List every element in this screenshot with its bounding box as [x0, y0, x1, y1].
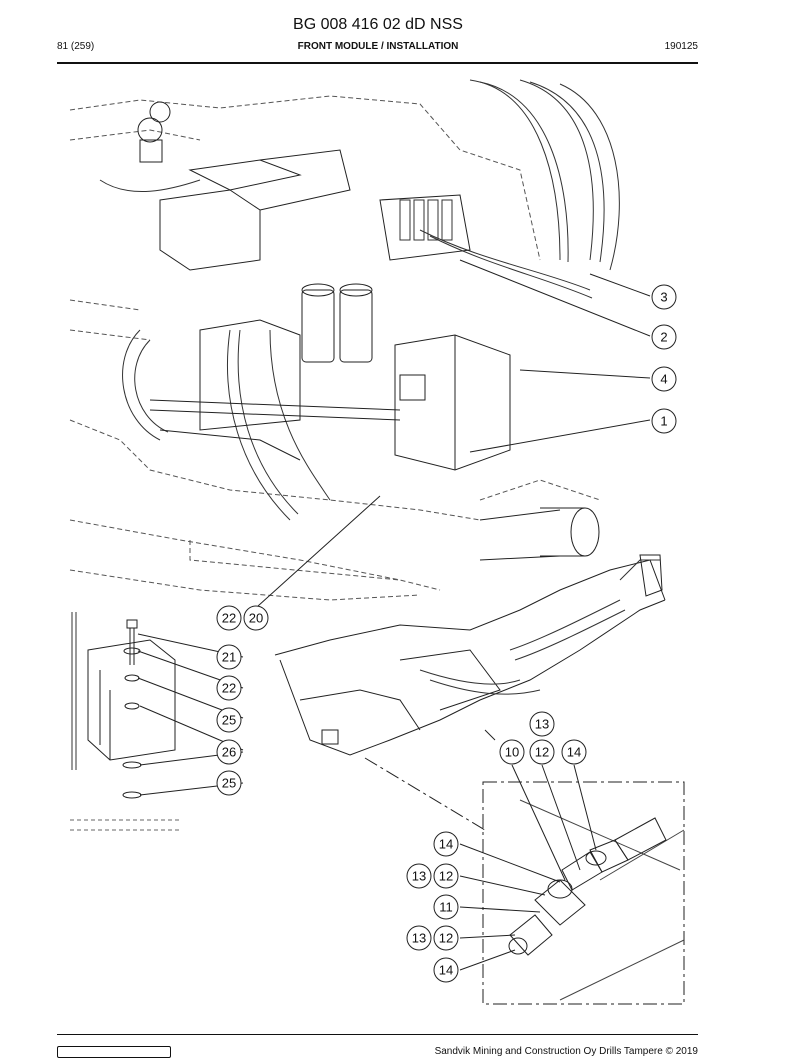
svg-text:1: 1: [660, 414, 667, 429]
brand-logo: [57, 1046, 171, 1058]
svg-text:13: 13: [412, 869, 426, 884]
header-rule: [57, 62, 698, 64]
svg-text:14: 14: [439, 963, 453, 978]
callout-12: 12: [433, 925, 459, 951]
page-number: 81 (259): [57, 41, 95, 52]
callout-3: 3: [651, 284, 677, 310]
svg-text:14: 14: [567, 745, 581, 760]
callout-14: 14: [561, 739, 587, 765]
callout-22: 22: [216, 675, 242, 701]
callout-11: 11: [433, 894, 459, 920]
main-assembly-view: [69, 79, 620, 601]
callout-25: 25: [216, 707, 242, 733]
callout-13: 13: [529, 711, 555, 737]
leader-lines: [137, 259, 651, 971]
callout-10: 10: [499, 739, 525, 765]
svg-text:12: 12: [535, 745, 549, 760]
callout-12: 12: [433, 863, 459, 889]
svg-text:12: 12: [439, 931, 453, 946]
callout-14: 14: [433, 957, 459, 983]
svg-text:12: 12: [439, 869, 453, 884]
callout-22: 22: [216, 605, 242, 631]
callout-4: 4: [651, 366, 677, 392]
revision-date: 190125: [664, 41, 698, 52]
callout-1: 1: [651, 408, 677, 434]
svg-text:4: 4: [660, 372, 667, 387]
callout-2: 2: [651, 324, 677, 350]
svg-text:13: 13: [535, 717, 549, 732]
callout-20: 20: [243, 605, 269, 631]
svg-text:25: 25: [222, 713, 236, 728]
callout-13: 13: [406, 925, 432, 951]
bolt-detail-view: [70, 612, 180, 831]
svg-text:22: 22: [222, 681, 236, 696]
section-title: FRONT MODULE / INSTALLATION: [297, 41, 459, 52]
document-number: BG 008 416 02 dD NSS: [293, 16, 463, 33]
svg-text:21: 21: [222, 650, 236, 665]
fitting-detail-view: [364, 757, 685, 1005]
svg-text:20: 20: [249, 611, 263, 626]
machine-overview: [274, 554, 666, 756]
callout-12: 12: [529, 739, 555, 765]
callout-25: 25: [216, 770, 242, 796]
svg-text:13: 13: [412, 931, 426, 946]
svg-text:22: 22: [222, 611, 236, 626]
callout-21: 21: [216, 644, 242, 670]
callout-13: 13: [406, 863, 432, 889]
svg-text:2: 2: [660, 330, 667, 345]
svg-text:26: 26: [222, 745, 236, 760]
svg-text:25: 25: [222, 776, 236, 791]
copyright-notice: Sandvik Mining and Construction Oy Drill…: [434, 1046, 698, 1057]
callout-26: 26: [216, 739, 242, 765]
svg-text:10: 10: [505, 745, 519, 760]
callout-14: 14: [433, 831, 459, 857]
svg-text:3: 3: [660, 290, 667, 305]
footer-rule: [57, 1034, 698, 1035]
svg-text:14: 14: [439, 837, 453, 852]
svg-text:11: 11: [439, 900, 453, 915]
